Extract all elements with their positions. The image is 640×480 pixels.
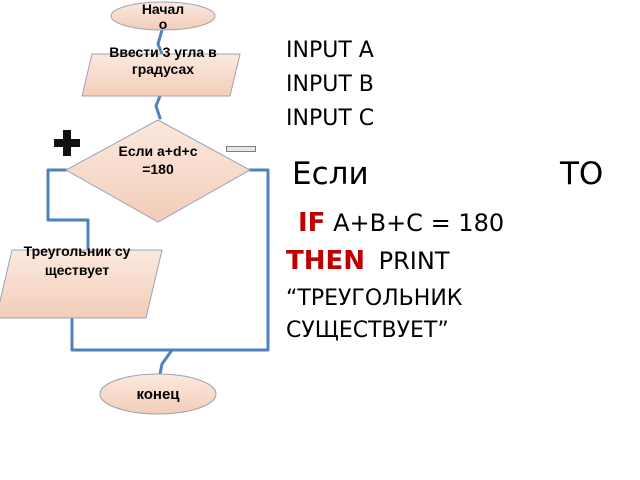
end-label: конец [136, 386, 180, 403]
code-line-input-c: INPUT C [286, 106, 375, 131]
code-line-input-a: INPUT A [286, 38, 374, 63]
connector-output-to-merge [70, 316, 174, 352]
then-statement: THEN PRINT [286, 246, 450, 276]
output-block [0, 249, 163, 319]
connector-condition-yes [46, 168, 90, 252]
plus-icon [54, 130, 80, 156]
print-text-line1: “ТРЕУГОЛЬНИК [286, 286, 463, 311]
input-label: Ввести 3 угла в градусах [109, 44, 217, 77]
if-word: Если [292, 156, 369, 192]
connector-merge-to-end [158, 348, 174, 376]
end-terminator [99, 373, 217, 415]
then-word: ТО [560, 156, 604, 192]
start-terminator [110, 1, 216, 31]
start-label: Начало [141, 1, 185, 32]
condition-label: Если a+d+c =180 [118, 143, 198, 177]
output-label: Треугольник существует [23, 243, 131, 278]
connector-condition-no [170, 168, 270, 352]
minus-icon [226, 146, 256, 152]
if-expression: A+B+C = 180 [333, 209, 505, 237]
print-text-line2: СУЩЕСТВУЕТ” [286, 318, 449, 343]
if-keyword: IF [298, 208, 326, 238]
connector-start-to-input [156, 28, 164, 56]
code-line-input-b: INPUT B [286, 72, 374, 97]
then-keyword: THEN [286, 246, 366, 276]
decision-block [64, 119, 252, 223]
print-word: PRINT [378, 247, 450, 275]
if-statement: IF A+B+C = 180 [298, 208, 504, 238]
connector-input-to-condition [154, 94, 162, 120]
input-block [81, 53, 241, 97]
